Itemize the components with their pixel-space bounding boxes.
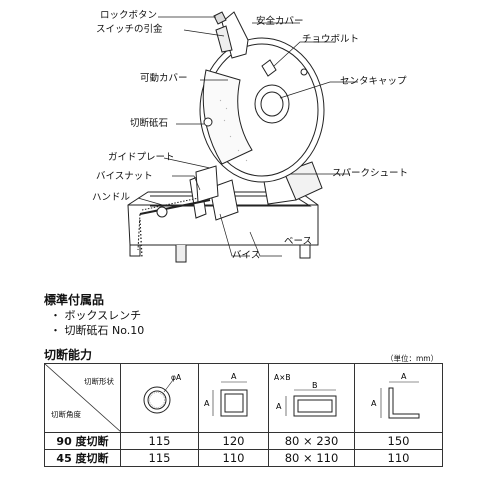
table-row: 90 度切断 115 120 80 × 230 150 [44, 432, 443, 450]
row-label-90: 90 度切断 [44, 432, 121, 450]
diagonal-line [45, 364, 121, 432]
accessory-item: ・ 切断砥石 No.10 [50, 324, 145, 337]
angle-steel-icon: A A [371, 372, 419, 419]
cell-value: 110 [198, 449, 269, 467]
square-pipe-icon: A A [204, 372, 247, 417]
shape-angle-steel: A A [354, 363, 443, 433]
label-handle: ハンドル [92, 192, 131, 203]
label-cutting-wheel: 切断砥石 [130, 118, 169, 129]
cell-value: 80 × 110 [268, 449, 355, 467]
header-shape-label: 切断形状 [84, 377, 114, 386]
machine-illustration [127, 11, 358, 263]
shape-round-pipe: φA [120, 363, 199, 433]
square-a-top-label: A [231, 372, 237, 381]
round-pipe-icon: φA [143, 373, 182, 414]
rect-axb-label: A×B [274, 373, 291, 382]
cutoff-machine-diagram: ロックボタン スイッチの引金 安全カバー チョウボルト 可動カバー センタキャッ… [92, 10, 409, 263]
cell-value: 110 [354, 449, 443, 467]
cell-value: 115 [120, 449, 199, 467]
label-lock-button: ロックボタン [100, 10, 158, 21]
capacity-table: 切断形状 切断角度 φA A A A×B [44, 363, 443, 467]
cell-value: 150 [354, 432, 443, 450]
label-center-cap: センタキャップ [340, 76, 407, 87]
cell-value: 115 [120, 432, 199, 450]
accessories-title: 標準付属品 [44, 293, 105, 307]
label-spark-chute: スパークシュート [332, 168, 409, 179]
accessory-item: ・ ボックスレンチ [50, 309, 142, 322]
header-diagonal-cell: 切断形状 切断角度 [44, 363, 121, 433]
label-guide-plate: ガイドプレート [108, 152, 175, 163]
capacity-title: 切断能力 [44, 348, 93, 362]
label-base: ベース [284, 236, 313, 247]
cell-value: 80 × 230 [268, 432, 355, 450]
angle-a-side-label: A [371, 399, 377, 408]
label-switch-trigger: スイッチの引金 [96, 24, 163, 35]
unit-note: （単位：mm） [386, 354, 439, 363]
label-vise: バイス [232, 250, 261, 261]
rect-a-label: A [276, 402, 282, 411]
row-label-45: 45 度切断 [44, 449, 121, 467]
shape-rect-pipe: A×B B A [268, 363, 355, 433]
table-row: 45 度切断 115 110 80 × 110 110 [44, 449, 443, 467]
rect-pipe-icon: A×B B A [274, 373, 336, 417]
label-movable-cover: 可動カバー [140, 73, 188, 84]
label-butterfly-bolt: チョウボルト [302, 34, 360, 45]
table-header-row: 切断形状 切断角度 φA A A A×B [44, 363, 443, 433]
shape-square-pipe: A A [198, 363, 269, 433]
cell-value: 120 [198, 432, 269, 450]
square-a-side-label: A [204, 399, 210, 408]
label-vise-nut: バイスナット [96, 171, 153, 182]
round-phi-label: φA [171, 373, 182, 382]
rect-b-label: B [312, 381, 318, 390]
header-angle-label: 切断角度 [51, 410, 81, 419]
label-safety-cover: 安全カバー [256, 16, 304, 27]
angle-a-top-label: A [401, 372, 407, 381]
